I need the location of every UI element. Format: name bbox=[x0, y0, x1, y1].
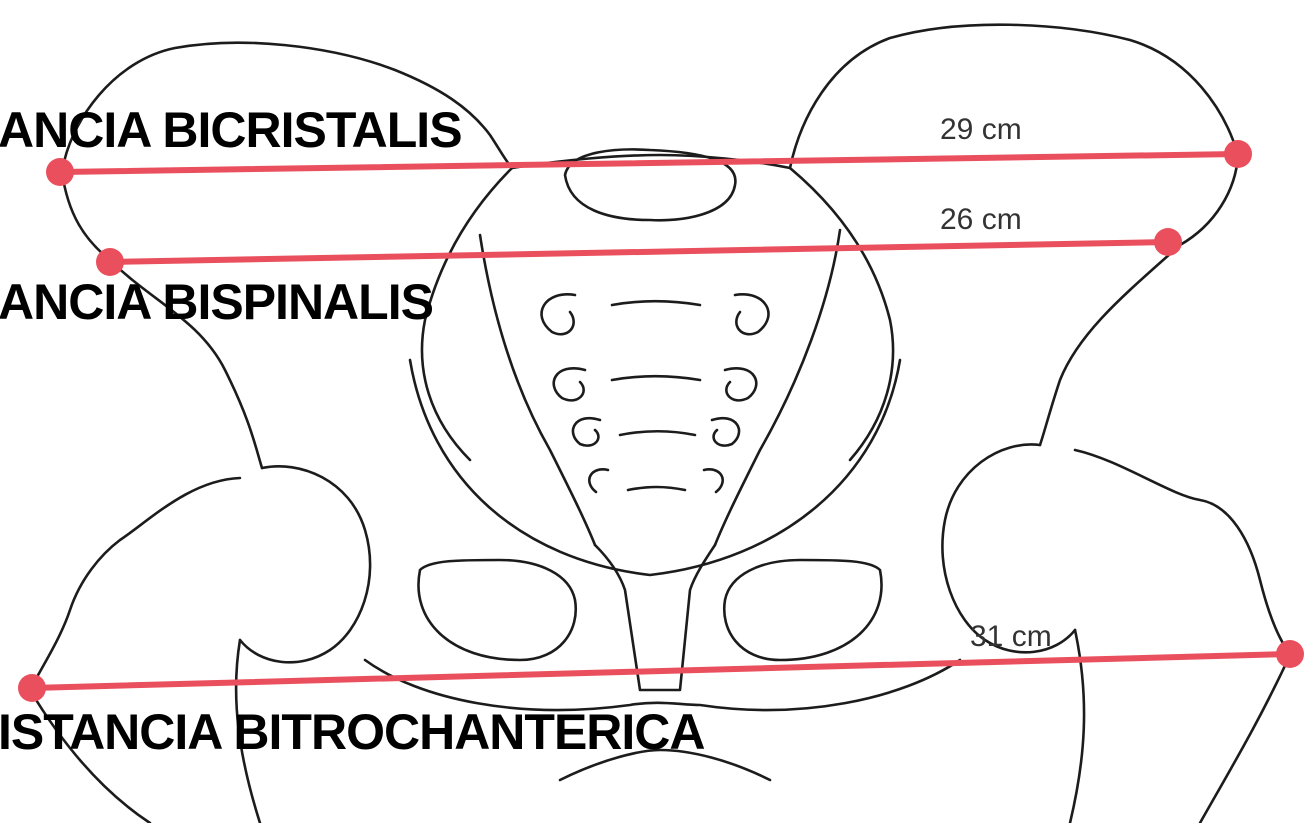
sacrum-right-edge bbox=[715, 230, 840, 545]
right-ilium-medial bbox=[790, 168, 893, 460]
left-greater-trochanter bbox=[30, 478, 240, 690]
bicristalis-label: ANCIA BICRISTALIS bbox=[0, 105, 462, 155]
bitrochanterica-right-point bbox=[1276, 640, 1304, 668]
bitrochanterica-left-point bbox=[18, 674, 46, 702]
bitrochanterica-line bbox=[32, 654, 1290, 688]
bispinalis-right-point bbox=[1154, 228, 1182, 256]
pelvic-inlet bbox=[410, 360, 900, 575]
sacral-line-1 bbox=[612, 301, 700, 305]
right-greater-trochanter bbox=[1075, 450, 1290, 655]
sacral-line-4 bbox=[628, 487, 685, 490]
right-femur-shaft bbox=[1200, 655, 1290, 823]
bitrochanterica-label: ISTANCIA BITROCHANTERICA bbox=[0, 707, 705, 757]
measurement-lines bbox=[18, 140, 1304, 702]
left-obturator-foramen bbox=[418, 560, 575, 660]
bitrochanterica-label-clip: ISTANCIA BITROCHANTERICA bbox=[0, 705, 770, 765]
right-obturator-foramen bbox=[724, 560, 881, 660]
right-iliac-outer-edge bbox=[1180, 155, 1238, 245]
sacral-foramen-right-2 bbox=[725, 368, 756, 400]
bicristalis-right-point bbox=[1224, 140, 1252, 168]
sacral-foramen-right-3 bbox=[712, 418, 739, 445]
sacral-foramen-left-1 bbox=[542, 294, 575, 334]
sacral-line-3 bbox=[620, 431, 695, 435]
bitrochanterica-value: 31 cm bbox=[970, 622, 1052, 652]
bispinalis-left-point bbox=[96, 248, 124, 276]
left-femoral-head bbox=[240, 466, 370, 662]
sacral-foramen-left-4 bbox=[589, 469, 608, 492]
sacral-line-2 bbox=[612, 376, 700, 380]
right-ilium-body bbox=[1040, 245, 1180, 445]
bispinalis-label: ANCIA BISPINALIS bbox=[0, 277, 433, 327]
right-iliac-wing bbox=[790, 25, 1238, 168]
sacral-foramen-left-2 bbox=[554, 368, 585, 400]
sacral-foramen-right-1 bbox=[735, 294, 768, 334]
sacral-foramen-left-3 bbox=[573, 418, 600, 445]
sacrum-left-edge bbox=[480, 235, 595, 545]
bicristalis-label-clip: ANCIA BICRISTALIS bbox=[0, 103, 480, 163]
sacral-foramen-right-4 bbox=[704, 469, 723, 492]
left-iliac-inner-edge bbox=[62, 172, 110, 260]
bicristalis-value: 29 cm bbox=[940, 115, 1022, 145]
bispinalis-value: 26 cm bbox=[940, 205, 1022, 235]
bispinalis-label-clip: ANCIA BISPINALIS bbox=[0, 275, 470, 335]
bispinalis-line bbox=[110, 242, 1168, 262]
